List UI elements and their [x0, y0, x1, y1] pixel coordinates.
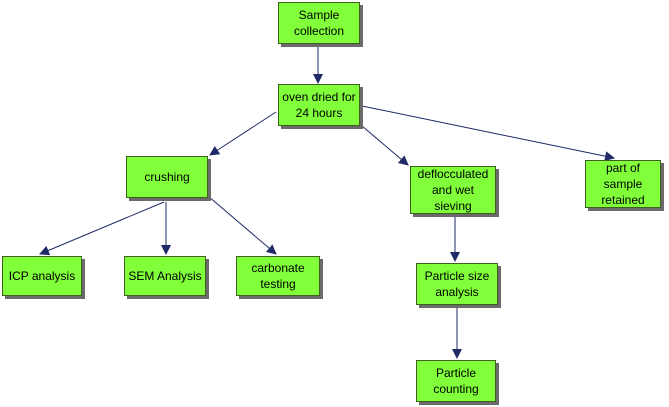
node-label: SEM Analysis [128, 269, 202, 283]
node-sample-collection[interactable]: Sample collection [278, 2, 360, 44]
node-label: Particle counting [433, 366, 479, 396]
node-part-retained[interactable]: part of sample retained [585, 160, 661, 208]
edge-crushing-to-carbonate-testing [207, 195, 277, 255]
node-oven-dried[interactable]: oven dried for 24 hours [278, 84, 360, 126]
node-particle-size[interactable]: Particle size analysis [416, 263, 498, 305]
edge-oven-dried-to-deflocculated [361, 125, 409, 166]
edge-layer [39, 45, 615, 359]
edge-oven-dried-to-crushing [209, 111, 277, 156]
node-label: Particle size analysis [424, 269, 490, 299]
node-label: ICP analysis [8, 269, 76, 283]
node-carbonate-testing[interactable]: carbonate testing [236, 256, 320, 296]
node-label: crushing [144, 170, 190, 184]
node-sem-analysis[interactable]: SEM Analysis [124, 256, 206, 296]
node-particle-counting[interactable]: Particle counting [416, 360, 496, 402]
edge-crushing-to-icp-analysis [39, 201, 165, 256]
node-label: Sample collection [293, 8, 345, 38]
node-label: oven dried for 24 hours [282, 90, 356, 120]
node-label: carbonate testing [251, 261, 305, 291]
node-crushing[interactable]: crushing [126, 156, 208, 198]
edge-oven-dried-to-part-retained [361, 105, 615, 162]
node-label: part of sample retained [601, 161, 645, 207]
node-label: deflocculated and wet sieving [417, 167, 489, 213]
node-deflocculated[interactable]: deflocculated and wet sieving [410, 166, 496, 214]
node-icp-analysis[interactable]: ICP analysis [2, 256, 82, 296]
